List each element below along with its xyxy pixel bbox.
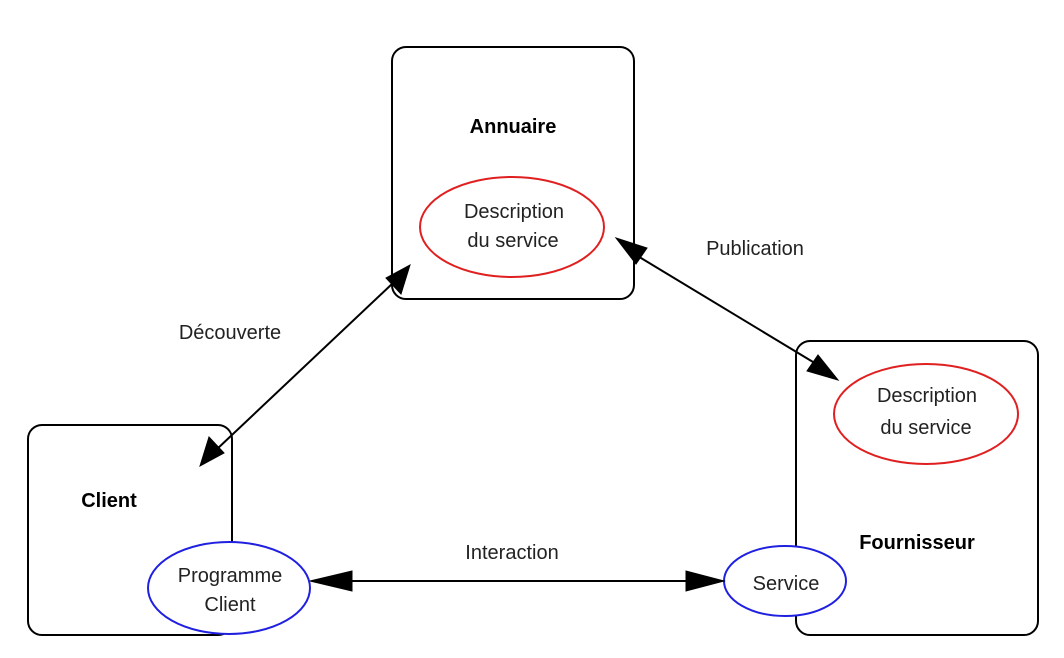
- fournisseur-title: Fournisseur: [859, 532, 975, 554]
- fournisseur-description-ellipse: [833, 363, 1019, 465]
- edge-publication: Publication: [614, 237, 840, 381]
- fournisseur-service-label: Service: [753, 573, 820, 595]
- publication-label: Publication: [706, 238, 804, 260]
- fournisseur-description-line2: du service: [880, 417, 971, 439]
- annuaire-description-line1: Description: [464, 201, 564, 223]
- client-node: Client Programme Client: [27, 424, 311, 636]
- publication-arrowhead-end: [806, 354, 840, 381]
- edge-interaction: Interaction: [309, 542, 726, 592]
- client-program-line2: Client: [204, 594, 256, 616]
- fournisseur-node: Description du service Fournisseur Servi…: [723, 340, 1039, 636]
- decouverte-arrowhead-end: [199, 436, 225, 468]
- interaction-arrowhead-end: [685, 570, 726, 592]
- interaction-arrowhead-start: [309, 570, 353, 592]
- decouverte-arrowhead-start: [385, 263, 411, 295]
- annuaire-title: Annuaire: [470, 116, 557, 138]
- client-program-line1: Programme: [178, 565, 282, 587]
- annuaire-node: Annuaire Description du service: [391, 46, 635, 300]
- interaction-label: Interaction: [465, 542, 558, 564]
- client-program-ellipse: [147, 541, 311, 635]
- publication-arrowhead-start: [614, 237, 648, 265]
- annuaire-description-ellipse: [419, 176, 605, 278]
- decouverte-line: [215, 282, 394, 451]
- fournisseur-description-line1: Description: [877, 385, 977, 407]
- annuaire-description-line2: du service: [467, 230, 558, 252]
- publication-line: [635, 254, 819, 366]
- client-title: Client: [81, 490, 137, 512]
- edge-decouverte: Découverte: [179, 263, 411, 468]
- decouverte-label: Découverte: [179, 322, 281, 344]
